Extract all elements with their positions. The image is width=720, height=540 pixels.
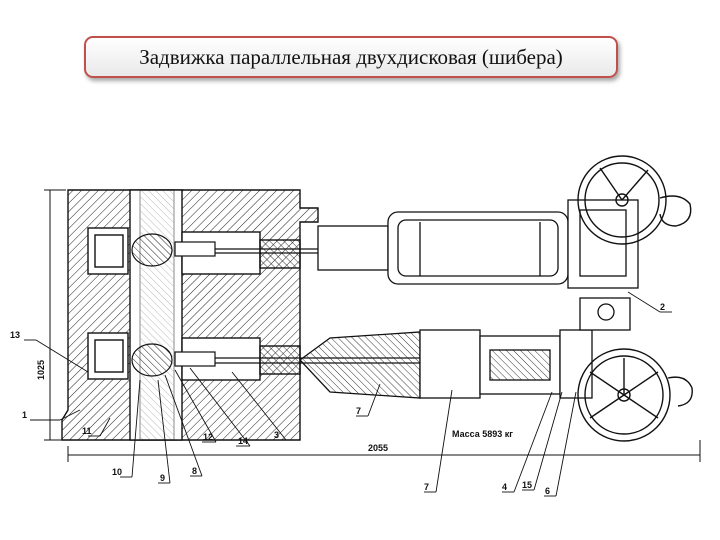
dimension-height: 1025 [36, 360, 46, 380]
valve-body [61, 189, 319, 441]
callout-13: 13 [10, 330, 20, 340]
callout-2: 2 [660, 302, 665, 312]
title-banner: Задвижка параллельная двухдисковая (шибе… [84, 36, 618, 78]
dimension-length: 2055 [368, 443, 388, 453]
callout-3: 3 [274, 430, 279, 440]
callout-11: 11 [82, 426, 92, 436]
callout-1: 1 [22, 410, 27, 420]
page-title: Задвижка параллельная двухдисковая (шибе… [139, 44, 563, 69]
gate-discs [131, 233, 216, 377]
callout-14: 14 [238, 436, 248, 446]
mass-label: Масса 5893 кг [452, 429, 513, 439]
callout-12: 12 [203, 432, 213, 442]
callout-8: 8 [192, 466, 197, 476]
callout-9: 9 [160, 473, 165, 483]
callout-6: 6 [545, 486, 550, 496]
callout-7-upper: 7 [356, 406, 361, 416]
lower-handwheel-icon [577, 348, 693, 442]
lower-actuator [215, 297, 631, 399]
callout-15: 15 [522, 480, 532, 490]
callout-7-lower: 7 [424, 482, 429, 492]
callout-4: 4 [502, 482, 507, 492]
dimension-lines [44, 189, 701, 462]
callout-10: 10 [112, 467, 122, 477]
callout-leaders [24, 291, 672, 497]
upper-handwheel-icon [577, 155, 692, 245]
